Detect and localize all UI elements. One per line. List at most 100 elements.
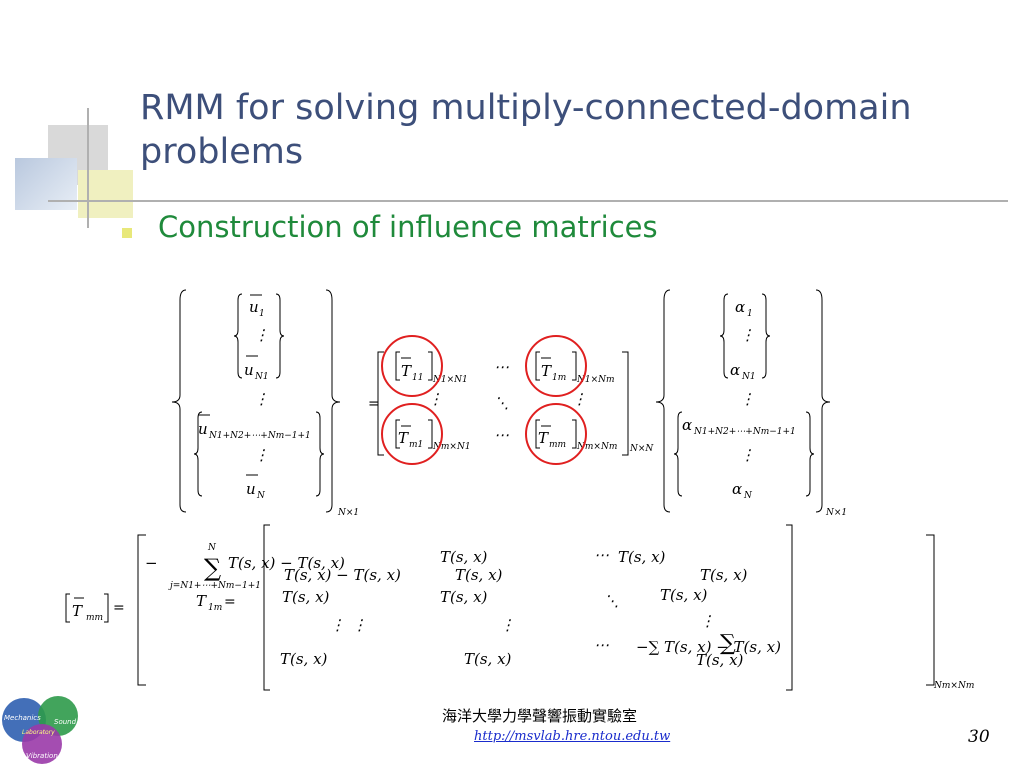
svg-text:mm: mm [549, 440, 566, 450]
bottom-bracket-left [137, 534, 146, 686]
svg-text:Sound: Sound [54, 718, 77, 726]
svg-text:Laboratory: Laboratory [22, 729, 55, 736]
svg-text:Nm×N1: Nm×N1 [432, 442, 471, 452]
svg-text:T(s, x): T(s, x) [440, 588, 488, 606]
highlight-circle-T1m [525, 335, 587, 397]
matrix-hdots-top: ⋯ [494, 358, 509, 376]
svg-text:m1: m1 [409, 440, 423, 450]
highlight-circle-T11 [381, 335, 443, 397]
svg-text:T(s, x): T(s, x) [618, 548, 666, 566]
footer-institution: 海洋大學力學聲響振動實驗室 [442, 707, 638, 725]
bottom-equals: = [113, 600, 125, 616]
svg-text:⋮: ⋮ [330, 616, 345, 634]
svg-text:⋮: ⋮ [740, 390, 755, 408]
lhs-entry-4-sub: N [256, 491, 266, 501]
svg-text:11: 11 [412, 373, 423, 383]
svg-text:N1×N1: N1×N1 [432, 375, 468, 385]
svg-text:T(s, x): T(s, x) [464, 650, 512, 668]
matrix-vdots-right: ⋮ [572, 390, 587, 408]
svg-text:⋮: ⋮ [352, 616, 367, 634]
matrix-ddots: ⋱ [494, 394, 509, 412]
svg-text:N1×Nm: N1×Nm [576, 375, 615, 385]
decor-line-vertical [87, 108, 89, 228]
matrix-T1m: T [541, 362, 552, 380]
svg-text:T(s, x): T(s, x) [282, 588, 330, 606]
svg-text:j=N1+⋯+Nm−1+1: j=N1+⋯+Nm−1+1 [168, 581, 261, 591]
svg-text:mm: mm [86, 613, 103, 623]
decor-line-horizontal [48, 200, 1008, 202]
rhs-entry-2: α [730, 361, 740, 379]
svg-text:T(s, x): T(s, x) [455, 566, 503, 584]
bottom-lhs-T: T [72, 602, 83, 620]
matrix-size: N×N [629, 444, 654, 454]
highlight-circle-Tm1 [381, 403, 443, 465]
matrix-vdots-left: ⋮ [428, 390, 443, 408]
lhs-vdots-2: ⋮ [254, 390, 269, 408]
svg-text:−: − [145, 554, 158, 572]
svg-text:⋮: ⋮ [500, 616, 515, 634]
rhs-size: N×1 [825, 508, 847, 518]
matrix-hdots-bottom: ⋯ [494, 426, 509, 444]
rhs-entry-1: α [735, 298, 745, 316]
matrix-Tm1: T [398, 429, 409, 447]
svg-text:=: = [224, 594, 236, 610]
svg-text:T(s, x) − T(s, x): T(s, x) − T(s, x) [228, 554, 345, 572]
svg-text:1m: 1m [552, 373, 566, 383]
lhs-vdots-1: ⋮ [254, 326, 269, 344]
bottom-bracket-right [926, 534, 935, 686]
svg-text:T(s, x) − T(s, x): T(s, x) − T(s, x) [284, 566, 401, 584]
svg-text:T(s, x): T(s, x) [700, 566, 748, 584]
lhs-entry-2: u [244, 361, 254, 379]
svg-text:N: N [743, 491, 753, 501]
equals-sign: = [368, 396, 380, 412]
svg-text:⋮: ⋮ [740, 326, 755, 344]
lhs-inner-brace-1 [233, 293, 243, 379]
matrix-T11: T [401, 362, 412, 380]
svg-text:T: T [196, 592, 207, 610]
lhs-entry-1: u [249, 298, 259, 316]
svg-text:−∑ T(s, x) − T(s, x): −∑ T(s, x) − T(s, x) [636, 638, 781, 656]
lhs-brace-right [325, 289, 341, 513]
lhs-size: N×1 [337, 508, 359, 518]
bullet-construction: Construction of influence matrices [158, 210, 658, 244]
svg-text:N1+N2+⋯+Nm−1+1: N1+N2+⋯+Nm−1+1 [693, 427, 796, 437]
bullet-marker [122, 228, 132, 238]
matrix-bracket-right [622, 351, 629, 456]
svg-text:T(s, x): T(s, x) [440, 548, 488, 566]
svg-text:N: N [207, 543, 217, 553]
lhs-inner-brace-2r [315, 411, 325, 497]
lab-logo: Mechanics Sound Laboratory Vibration [2, 696, 78, 764]
rhs-entry-3: α [682, 416, 692, 434]
lhs-entry-4: u [246, 480, 256, 498]
logo-circle-vibration [22, 724, 62, 764]
rhs-entry-4: α [732, 480, 742, 498]
lhs-entry-3-sub: N1+N2+⋯+Nm−1+1 [208, 431, 311, 441]
svg-text:Vibration: Vibration [26, 752, 58, 760]
lhs-inner-brace-1r [275, 293, 285, 379]
svg-text:Mechanics: Mechanics [4, 714, 41, 722]
svg-text:⋯: ⋯ [594, 546, 609, 564]
svg-text:T(s, x): T(s, x) [660, 586, 708, 604]
lhs-vdots-3: ⋮ [254, 446, 269, 464]
footer-url-link[interactable]: http://msvlab.hre.ntou.edu.tw [474, 729, 671, 744]
svg-text:1: 1 [747, 309, 753, 319]
lhs-entry-1-sub: 1 [259, 309, 265, 319]
rhs-brace-right [815, 289, 831, 513]
svg-text:⋮: ⋮ [700, 612, 715, 630]
svg-text:∑: ∑ [720, 631, 736, 656]
svg-text:T(s, x): T(s, x) [696, 651, 744, 669]
bottom-sum-1: ∑ [204, 554, 221, 582]
lhs-entry-3: u [198, 420, 208, 438]
svg-text:Nm×Nm: Nm×Nm [576, 442, 617, 452]
highlight-circle-Tmm [525, 403, 587, 465]
rhs-brace-left [655, 289, 671, 513]
matrix-bracket-left [377, 351, 384, 456]
bottom-size: Nm×Nm [933, 681, 974, 691]
slide-title: RMM for solving multiply-connected-domai… [140, 88, 912, 172]
svg-text:⋯: ⋯ [594, 636, 609, 654]
matrix-Tmm: T [538, 429, 549, 447]
svg-text:⋱: ⋱ [604, 592, 619, 610]
lhs-brace-left [171, 289, 187, 513]
